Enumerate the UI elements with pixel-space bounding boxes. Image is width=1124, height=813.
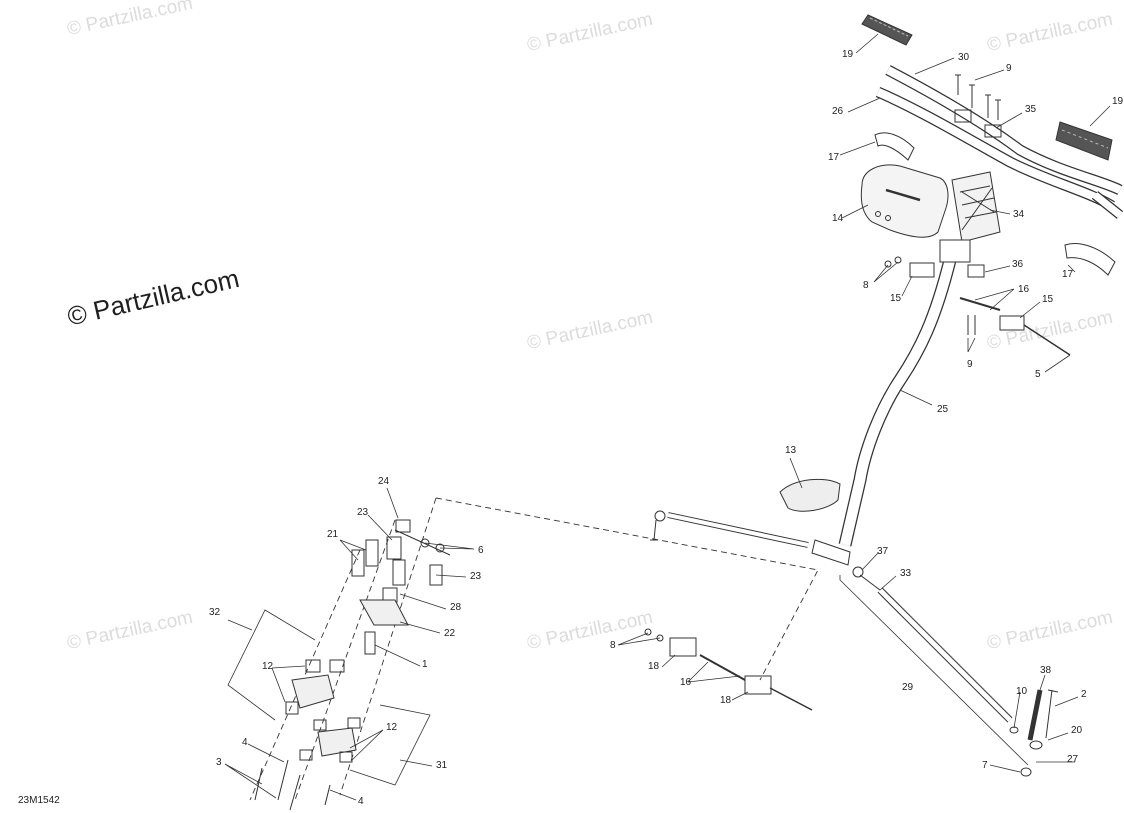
handlebar-riser <box>951 171 1001 243</box>
handlebar-clamp <box>984 124 1002 138</box>
callout-8: 8 <box>610 640 616 651</box>
nut <box>644 628 652 636</box>
steering-rod <box>852 566 1013 723</box>
callout-29: 29 <box>902 682 914 693</box>
callout-8: 8 <box>863 280 869 291</box>
callout-17: 17 <box>828 152 840 163</box>
bolt <box>969 84 975 108</box>
bolt <box>967 315 976 335</box>
callout-4: 4 <box>242 737 248 748</box>
handlebar-end-cover <box>874 132 915 161</box>
callout-5: 5 <box>1035 369 1041 380</box>
callout-16: 16 <box>680 677 692 688</box>
grip-right <box>1055 121 1113 161</box>
steering-column <box>811 239 971 566</box>
tie-rod-end <box>1027 689 1043 741</box>
nut <box>894 256 902 264</box>
diagram-code: 23M1542 <box>18 795 60 806</box>
callout-18: 18 <box>720 695 732 706</box>
callout-3: 3 <box>216 757 222 768</box>
spacer <box>959 297 1001 311</box>
callout-10: 10 <box>1016 686 1028 697</box>
callout-28: 28 <box>450 602 462 613</box>
handlebar-pad <box>860 164 949 238</box>
callout-9: 9 <box>967 359 973 370</box>
callout-15: 15 <box>1042 294 1054 305</box>
callout-36: 36 <box>1012 259 1024 270</box>
callout-12: 12 <box>262 661 274 672</box>
group-bracket <box>349 704 431 786</box>
ball-joint <box>1029 740 1043 750</box>
handlebar <box>875 65 1124 219</box>
callout-4: 4 <box>358 796 364 807</box>
callout-14: 14 <box>832 213 844 224</box>
nut <box>1020 767 1032 777</box>
leader-29 <box>839 575 1029 766</box>
leader-lines <box>224 33 1111 801</box>
callout-22: 22 <box>444 628 456 639</box>
callout-35: 35 <box>1025 104 1037 115</box>
callout-37: 37 <box>877 546 889 557</box>
callout-17: 17 <box>1062 269 1074 280</box>
callout-26: 26 <box>832 106 844 117</box>
lower-steering-parts <box>254 519 451 811</box>
bushing-bracket <box>999 315 1025 331</box>
callout-24: 24 <box>378 476 390 487</box>
callout-19: 19 <box>1112 96 1124 107</box>
handlebar-end-cover <box>1064 243 1116 276</box>
callout-23: 23 <box>357 507 369 518</box>
callout-16: 16 <box>1018 284 1030 295</box>
bolt <box>1045 689 1059 739</box>
nut <box>884 260 892 268</box>
assembly-lines <box>249 497 819 801</box>
callout-2: 2 <box>1081 689 1087 700</box>
callout-13: 13 <box>785 445 797 456</box>
callout-20: 20 <box>1071 725 1083 736</box>
callout-30: 30 <box>958 52 970 63</box>
bracket <box>744 675 772 695</box>
callout-31: 31 <box>436 760 448 771</box>
callout-23: 23 <box>470 571 482 582</box>
grip-left <box>861 14 913 46</box>
callout-15: 15 <box>890 293 902 304</box>
nut <box>656 634 664 642</box>
callout-38: 38 <box>1040 665 1052 676</box>
bolt <box>995 99 1001 120</box>
callout-21: 21 <box>327 529 339 540</box>
bracket <box>669 637 697 657</box>
callout-25: 25 <box>937 404 949 415</box>
callout-34: 34 <box>1013 209 1025 220</box>
callout-33: 33 <box>900 568 912 579</box>
spacer <box>699 654 746 681</box>
callout-12: 12 <box>386 722 398 733</box>
clamp-part <box>967 264 985 278</box>
bolt <box>985 94 991 118</box>
tie-rod-upper <box>650 510 809 548</box>
callout-6: 6 <box>478 545 484 556</box>
callout-9: 9 <box>1006 63 1012 74</box>
bushing-bracket <box>909 262 935 278</box>
group-bracket <box>227 609 316 721</box>
linkage <box>769 687 813 711</box>
callout-7: 7 <box>982 760 988 771</box>
bolt <box>955 74 961 95</box>
callout-27: 27 <box>1067 754 1079 765</box>
callout-19: 19 <box>842 49 854 60</box>
callout-1: 1 <box>422 659 428 670</box>
column-cover <box>779 478 841 512</box>
callout-18: 18 <box>648 661 660 672</box>
linkage <box>1023 324 1071 356</box>
handlebar-clamp <box>954 109 972 123</box>
callout-32: 32 <box>209 607 221 618</box>
